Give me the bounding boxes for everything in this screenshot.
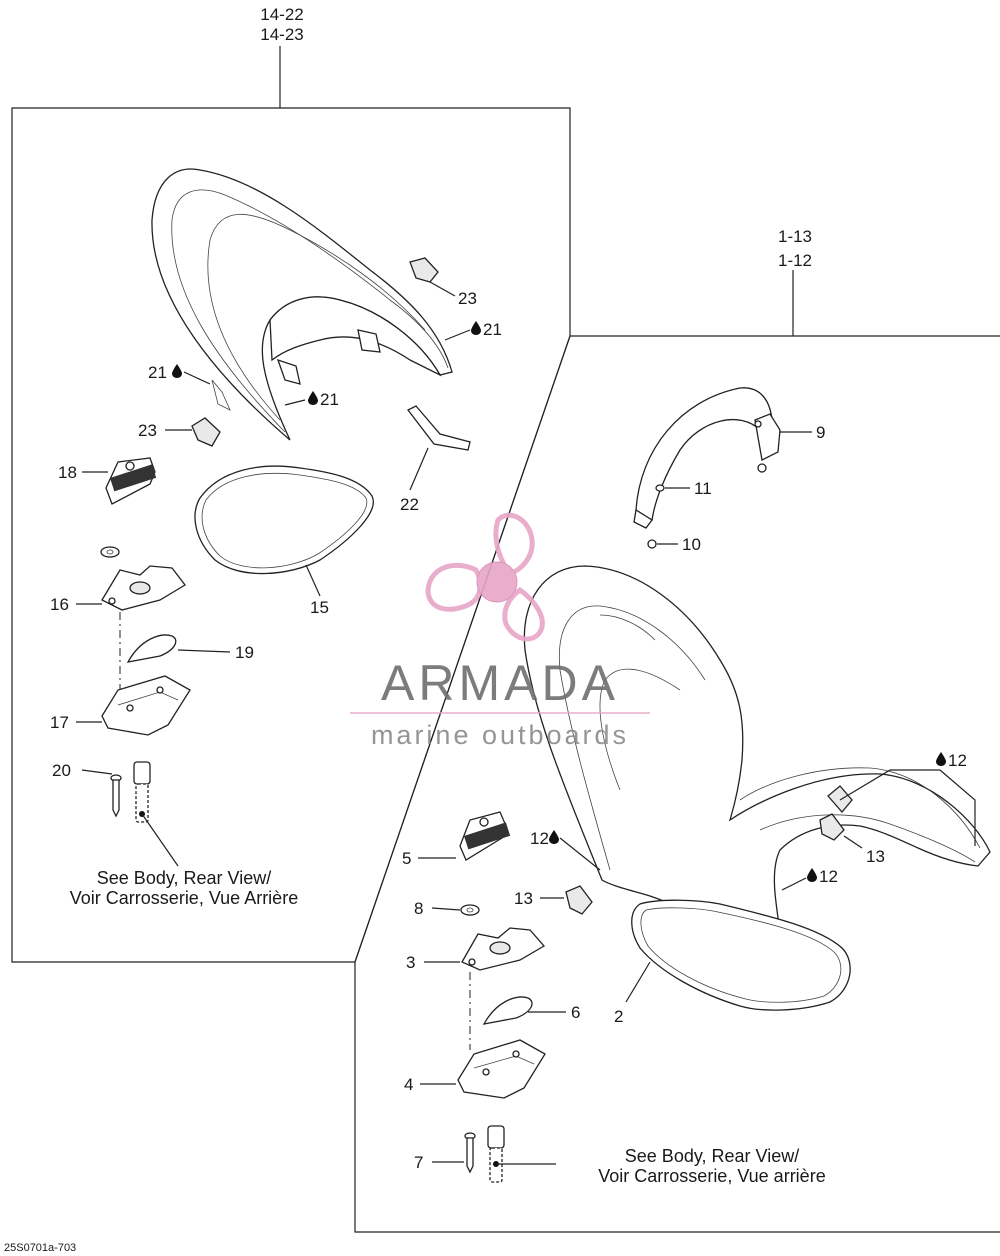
ref-number-right-a: 1-13 <box>778 227 812 246</box>
watermark: ARMADA marine outboards <box>350 512 650 750</box>
washer-upper-left <box>100 546 120 558</box>
callout-11: 11 <box>694 479 712 498</box>
clip-19 <box>126 634 177 663</box>
callout-10: 10 <box>682 535 701 554</box>
clip-23-upper <box>409 257 439 283</box>
oil-drop-icon <box>549 830 559 844</box>
callout-13-center: 13 <box>514 889 533 908</box>
oil-drop-icon <box>471 321 481 335</box>
callout-21-left: 21 <box>148 363 167 382</box>
callout-12-top: 12 <box>948 751 967 770</box>
nut-11 <box>655 484 665 492</box>
callout-19: 19 <box>235 643 254 662</box>
callout-3: 3 <box>406 953 415 972</box>
callout-5: 5 <box>402 849 411 868</box>
ref-number-left-a: 14-22 <box>260 5 303 24</box>
callout-20: 20 <box>52 761 71 780</box>
ref-number-right-b: 1-12 <box>778 251 812 270</box>
callout-13-right: 13 <box>866 847 885 866</box>
seal-2 <box>631 899 851 1011</box>
base-4 <box>457 1039 546 1099</box>
seat-cover <box>523 565 991 947</box>
figure-code: 25S0701a-703 <box>4 1242 76 1254</box>
callout-12-bottom: 12 <box>819 867 838 886</box>
screw-10 <box>647 539 657 549</box>
callout-15: 15 <box>310 598 329 617</box>
rivet-7 <box>464 1132 476 1174</box>
oil-drop-icon <box>308 391 318 405</box>
callout-21-right: 21 <box>483 320 502 339</box>
washer-8 <box>460 904 480 916</box>
callout-22: 22 <box>400 495 419 514</box>
callout-12-left: 12 <box>530 829 549 848</box>
grab-handle-9 <box>633 387 781 529</box>
ref-number-left-b: 14-23 <box>260 25 303 44</box>
clip-13-seat <box>827 785 853 814</box>
watermark-brand: ARMADA <box>381 655 619 711</box>
callout-17: 17 <box>50 713 69 732</box>
callout-6: 6 <box>571 1003 580 1022</box>
callout-2: 2 <box>614 1007 623 1026</box>
backrest-cover <box>151 168 453 441</box>
oil-drop-icon <box>936 752 946 766</box>
insert-left <box>133 761 151 823</box>
callout-23-lower: 23 <box>138 421 157 440</box>
callout-8: 8 <box>414 899 423 918</box>
latch-18 <box>105 457 157 505</box>
propeller-logo <box>425 512 545 642</box>
clip-13-right <box>819 813 845 841</box>
callout-18: 18 <box>58 463 77 482</box>
clip-13-center <box>565 885 593 915</box>
clip-6 <box>482 996 533 1025</box>
watermark-tagline: marine outboards <box>371 720 629 750</box>
callout-16: 16 <box>50 595 69 614</box>
bracket-16 <box>101 565 186 611</box>
base-17 <box>101 675 191 736</box>
bracket-3 <box>461 927 546 971</box>
callout-7: 7 <box>414 1153 423 1172</box>
note-right-line2: Voir Carrosserie, Vue arrière <box>598 1166 825 1186</box>
strap-22 <box>407 405 471 451</box>
callout-4: 4 <box>404 1075 413 1094</box>
rivet-20 <box>110 774 122 818</box>
note-left-line2: Voir Carrosserie, Vue Arrière <box>70 888 298 908</box>
oil-drop-icon <box>172 364 182 378</box>
right-panel-frame <box>354 335 1000 1233</box>
callout-21-center: 21 <box>320 390 339 409</box>
note-right-line1: See Body, Rear View/ <box>625 1146 799 1166</box>
callout-23-upper: 23 <box>458 289 477 308</box>
callout-9: 9 <box>816 423 825 442</box>
oil-drop-icon <box>807 868 817 882</box>
clip-23-lower <box>191 417 221 447</box>
note-left-line1: See Body, Rear View/ <box>97 868 271 888</box>
latch-5 <box>459 811 511 861</box>
insert-right <box>487 1125 505 1183</box>
